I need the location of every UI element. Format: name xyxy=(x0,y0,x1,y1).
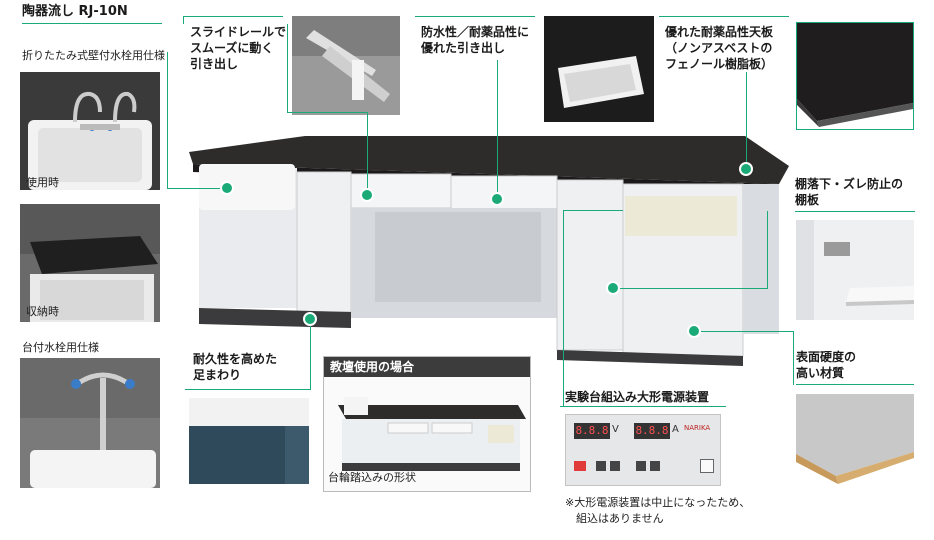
callout-sink-v xyxy=(167,52,168,188)
podium-panel: 教壇使用の場合 台輪踏込みの形状 xyxy=(323,356,531,492)
lab-bench-illustration xyxy=(189,136,789,366)
feature-surface-line xyxy=(796,384,914,385)
caption-in-use: 使用時 xyxy=(26,176,59,189)
feature-top-board-line xyxy=(659,16,789,17)
callout-power-h xyxy=(563,210,623,211)
faucet-spec-photo xyxy=(20,358,160,488)
panel-button-1[interactable] xyxy=(596,461,606,471)
callout-slide-v1 xyxy=(287,24,288,112)
feature-shelf-line xyxy=(795,211,915,212)
podium-header xyxy=(324,357,530,377)
title-underline xyxy=(22,23,162,24)
callout-dot-top-board xyxy=(739,162,753,176)
current-display: 8.8.8 xyxy=(634,423,670,439)
top-board-photo xyxy=(796,22,914,130)
callout-dot-surface xyxy=(687,324,701,338)
feature-durable-base: 耐久性を高めた 足まわり xyxy=(193,352,278,382)
callout-power-v xyxy=(563,210,564,406)
callout-dot-shelf xyxy=(606,281,620,295)
panel-main-switch[interactable] xyxy=(700,459,714,473)
surface-photo xyxy=(796,394,914,490)
feature-shelf: 棚落下・ズレ防止の 棚板 xyxy=(795,177,904,207)
callout-drawer-v xyxy=(497,60,498,196)
power-panel: 8.8.8 V 8.8.8 A NARIKA xyxy=(565,414,721,486)
power-red-button[interactable] xyxy=(574,461,586,471)
slide-rail-photo xyxy=(292,16,400,115)
product-subtitle: 折りたたみ式壁付水栓用仕様 xyxy=(22,49,165,62)
callout-slide-h xyxy=(287,112,367,113)
shelf-photo xyxy=(796,220,914,320)
footnote: ※大形電源装置は中止になったため、 組込はありません xyxy=(565,496,751,525)
feature-durable-base-line xyxy=(185,389,310,390)
callout-shelf-h xyxy=(613,288,768,289)
panel-button-3[interactable] xyxy=(636,461,646,471)
podium-illustration xyxy=(338,397,526,471)
panel-button-4[interactable] xyxy=(650,461,660,471)
feature-slide-rail-tick xyxy=(183,16,184,24)
feature-waterproof-drawer: 防水性／耐薬品性に 優れた引き出し xyxy=(421,25,530,55)
feature-waterproof-line xyxy=(415,16,535,17)
feature-slide-rail-line xyxy=(183,16,283,17)
drawer-photo xyxy=(544,16,654,122)
callout-surface-h xyxy=(694,331,794,332)
callout-dot-sink xyxy=(220,181,234,195)
podium-title: 教壇使用の場合 xyxy=(330,360,415,374)
current-unit: A xyxy=(672,424,679,435)
sink-in-use-photo xyxy=(20,72,160,190)
callout-surface-v xyxy=(793,331,794,385)
feature-top-board: 優れた耐薬品性天板 （ノンアスベストの フェノール樹脂板） xyxy=(665,25,774,71)
voltage-unit: V xyxy=(612,424,619,435)
callout-base-v xyxy=(310,318,311,390)
base-photo xyxy=(189,398,309,484)
panel-button-2[interactable] xyxy=(610,461,620,471)
feature-power-unit-line xyxy=(560,406,726,407)
product-title: 陶器流し RJ-10N xyxy=(22,4,128,19)
feature-power-unit: 実験台組込み大形電源装置 xyxy=(565,390,710,404)
callout-dot-drawer xyxy=(490,192,504,206)
podium-caption: 台輪踏込みの形状 xyxy=(328,471,416,484)
brand-label: NARIKA xyxy=(684,424,711,432)
sink-stored-photo xyxy=(20,204,160,322)
callout-sink-h xyxy=(167,188,227,189)
caption-stored: 収納時 xyxy=(26,305,59,318)
voltage-display: 8.8.8 xyxy=(574,423,610,439)
callout-slide-v2 xyxy=(367,112,368,194)
faucet-spec-label: 台付水栓用仕様 xyxy=(22,341,99,354)
callout-dot-slide-rail xyxy=(360,188,374,202)
feature-surface: 表面硬度の 高い材質 xyxy=(796,350,857,380)
feature-slide-rail: スライドレールで スムーズに動く 引き出し xyxy=(190,25,287,71)
callout-top-v xyxy=(746,72,747,168)
callout-dot-base xyxy=(303,312,317,326)
callout-shelf-v xyxy=(767,211,768,289)
